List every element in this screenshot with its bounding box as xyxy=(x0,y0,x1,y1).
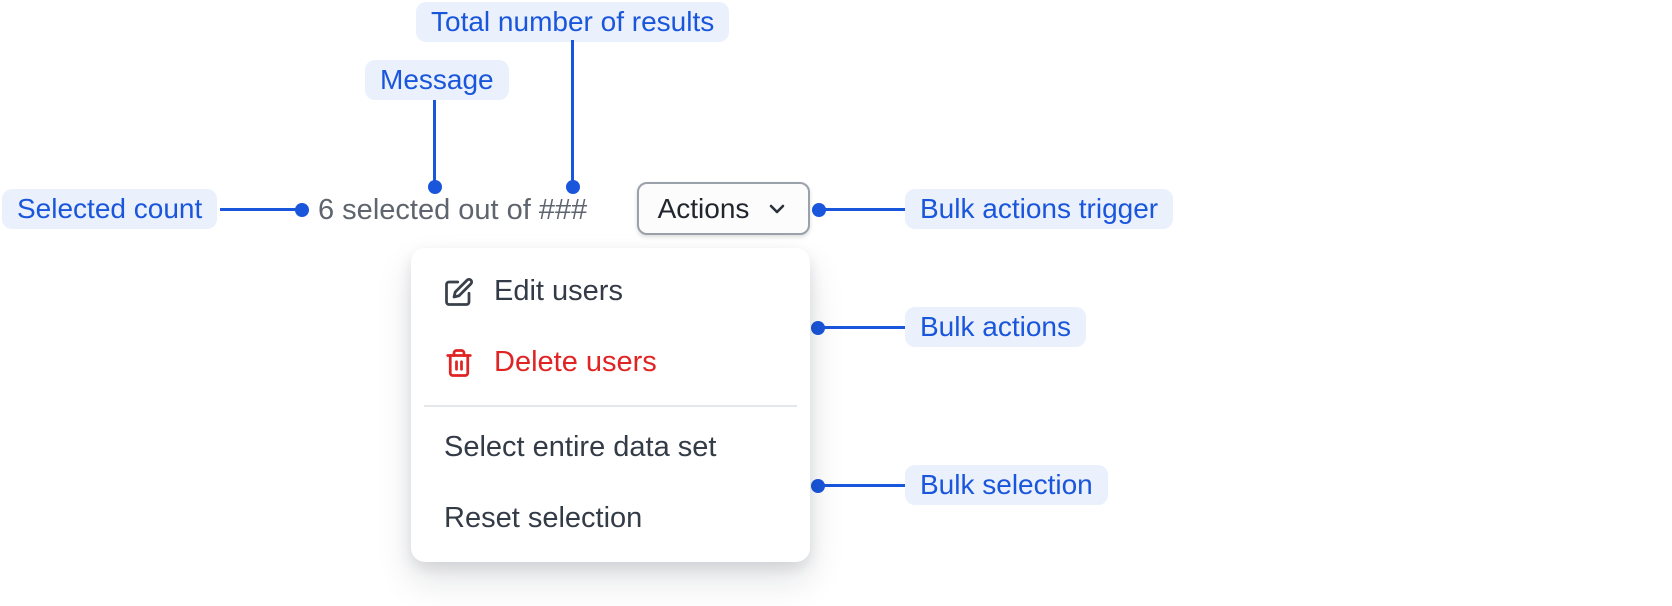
bulk-actions-menu: Edit users Delete users Select entire da… xyxy=(411,248,810,562)
annotation-message: Message xyxy=(365,60,509,100)
menu-item-label: Select entire data set xyxy=(444,431,717,463)
connector-dot-message xyxy=(428,180,442,194)
menu-item-delete-users[interactable]: Delete users xyxy=(411,327,810,398)
connector-dot-total-results xyxy=(566,180,580,194)
connector-dot-bulk-selection xyxy=(811,479,825,493)
menu-item-select-entire-data-set[interactable]: Select entire data set xyxy=(411,412,810,483)
annotation-bulk-actions: Bulk actions xyxy=(905,307,1086,347)
annotation-selected-count: Selected count xyxy=(2,189,218,229)
connector-line-bulk-selection xyxy=(818,484,905,487)
connector-dot-bulk-actions-trigger xyxy=(812,203,826,217)
selection-message: 6 selected out of ### xyxy=(318,194,588,226)
annotation-bulk-selection: Bulk selection xyxy=(905,465,1108,505)
connector-line-bulk-actions xyxy=(818,326,905,329)
menu-item-reset-selection[interactable]: Reset selection xyxy=(411,483,810,554)
menu-item-label: Reset selection xyxy=(444,502,643,534)
menu-item-label: Delete users xyxy=(494,346,657,378)
connector-dot-bulk-actions xyxy=(811,321,825,335)
annotation-total-results: Total number of results xyxy=(416,2,730,42)
trash-icon xyxy=(444,348,474,378)
actions-button-label: Actions xyxy=(657,192,750,224)
menu-item-label: Edit users xyxy=(494,275,623,307)
connector-line-bulk-actions-trigger xyxy=(819,208,905,211)
edit-icon xyxy=(444,277,474,307)
bulk-actions-trigger-button[interactable]: Actions xyxy=(637,182,810,235)
chevron-down-icon xyxy=(765,197,789,221)
connector-line-total-results xyxy=(571,40,574,188)
menu-divider xyxy=(424,405,797,407)
menu-item-edit-users[interactable]: Edit users xyxy=(411,256,810,327)
connector-line-selected-count xyxy=(220,208,302,211)
annotation-bulk-actions-trigger: Bulk actions trigger xyxy=(905,189,1174,229)
connector-line-message xyxy=(433,100,436,188)
connector-dot-selected-count xyxy=(295,203,309,217)
